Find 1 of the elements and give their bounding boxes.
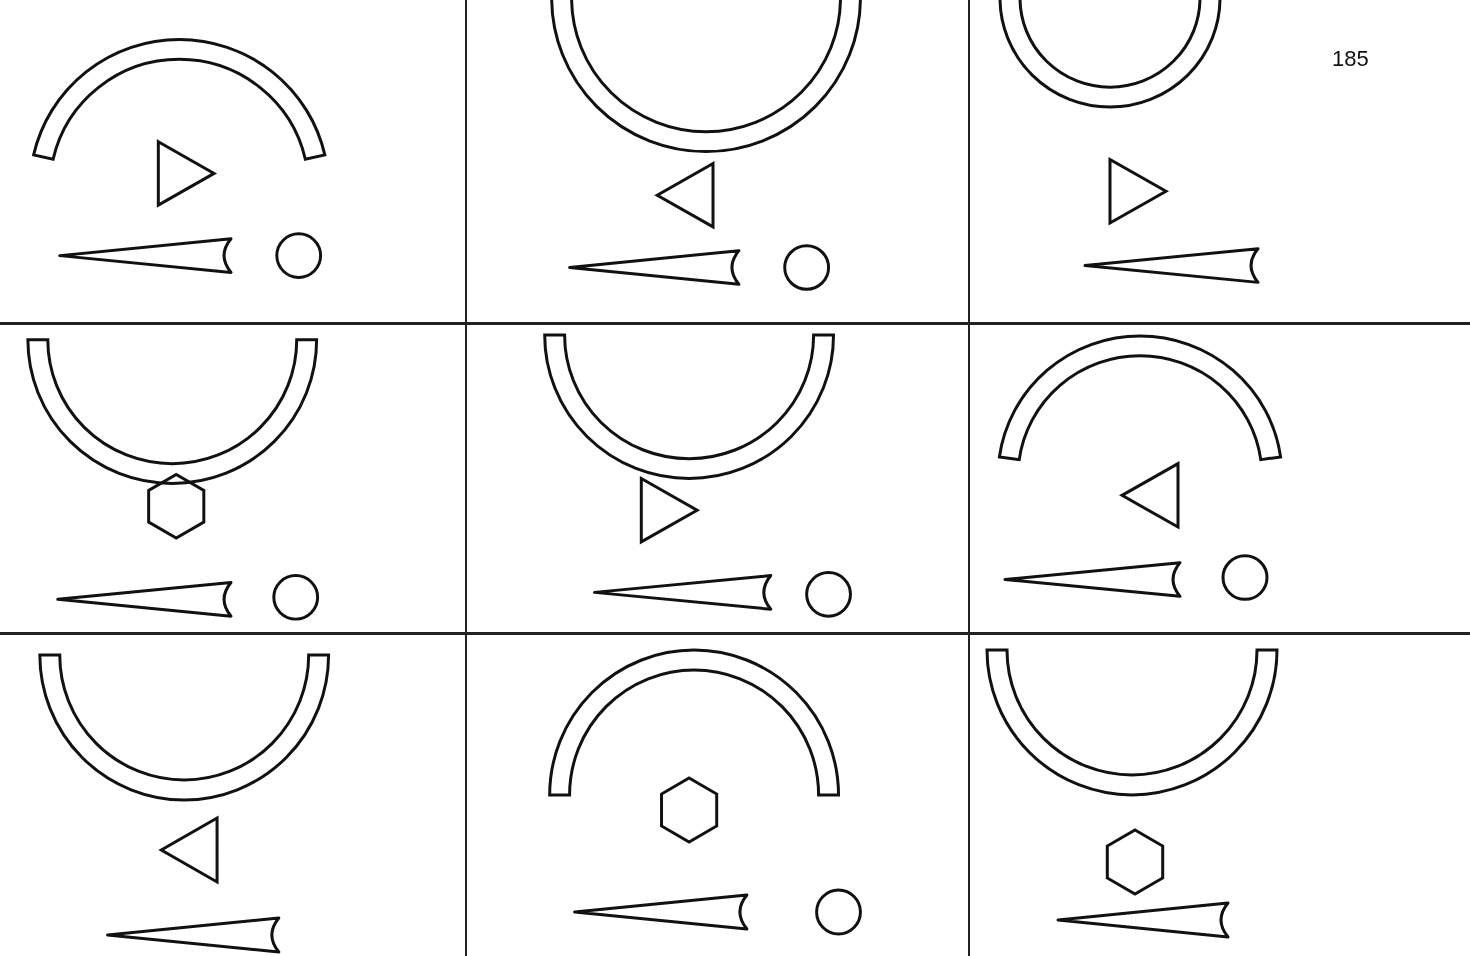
- page-number: 185: [1332, 45, 1369, 73]
